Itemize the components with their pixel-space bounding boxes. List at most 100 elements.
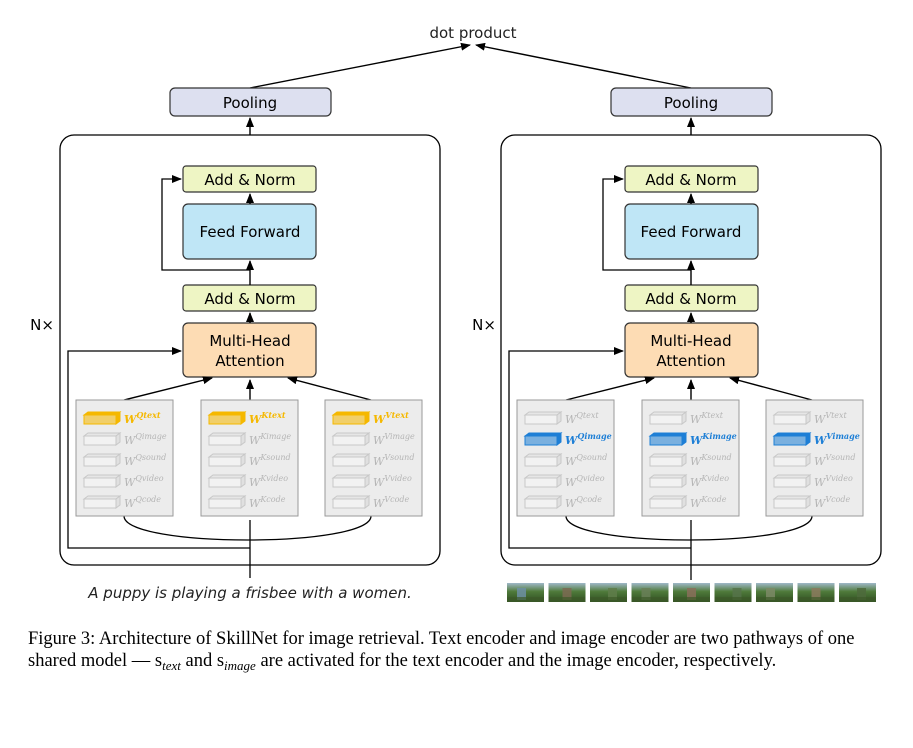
qkv-brace [123, 515, 372, 541]
caption-part1: Figure 3: Architecture of SkillNet for i… [28, 629, 855, 671]
add-norm-top-label: Add & Norm [645, 171, 736, 189]
architecture-diagram: dot product Pooling N× Add & Norm Feed F… [30, 24, 882, 602]
slab-side [556, 453, 562, 467]
slab-front [208, 435, 242, 446]
text-input: A puppy is playing a frisbee with a wome… [87, 584, 411, 602]
caption-and: and [180, 651, 217, 671]
video-frame [507, 583, 544, 602]
s-image-symbol: simage [216, 651, 256, 673]
slab-front [773, 414, 807, 425]
slab-side [364, 432, 370, 446]
residual-ff [161, 175, 250, 271]
residual-attn [508, 347, 691, 549]
slab-front [649, 477, 683, 488]
video-frame [839, 583, 876, 602]
slab-front [208, 456, 242, 467]
slab-side [805, 411, 811, 425]
slab-front [524, 498, 558, 509]
repeat-label: N× [30, 316, 54, 334]
slab-front [649, 456, 683, 467]
weight-v-code: WVcode [331, 495, 410, 510]
add-norm-top-label: Add & Norm [204, 171, 295, 189]
slab-side [115, 453, 121, 467]
text-encoder: Pooling N× Add & Norm Feed Forward Add &… [30, 87, 441, 578]
arrow-v [729, 376, 813, 401]
frame-ground [797, 597, 835, 602]
arrow-q [565, 376, 655, 401]
slab-side [240, 495, 246, 509]
add-norm-top [624, 165, 759, 193]
frame-subject [732, 588, 742, 600]
slab-side [681, 474, 687, 488]
frame-subject [857, 588, 866, 600]
feed-forward-label: Feed Forward [641, 223, 742, 241]
weight-v-text: WVtext [331, 410, 409, 426]
pooling-label: Pooling [223, 94, 277, 112]
slab-front [83, 498, 117, 509]
weight-q-image: WQimage [82, 432, 167, 447]
slab-side [115, 474, 121, 488]
slab-front [83, 414, 117, 425]
slab-side [115, 411, 121, 425]
slab-front [208, 414, 242, 425]
slab-front [773, 435, 807, 446]
slab-front [773, 498, 807, 509]
slab-front [649, 498, 683, 509]
slab-side [805, 453, 811, 467]
slab-side [556, 495, 562, 509]
pooling-box [169, 87, 332, 117]
slab-side [556, 411, 562, 425]
slab-front [332, 414, 366, 425]
slab-side [240, 411, 246, 425]
frame-ground [548, 597, 586, 602]
repeat-label: N× [472, 316, 496, 334]
video-frame [548, 583, 586, 602]
slab-front [208, 498, 242, 509]
slab-front [524, 435, 558, 446]
projection-panels: WQtextWQimageWQsoundWQvideoWQcodeWKtextW… [75, 399, 423, 517]
slab-side [805, 495, 811, 509]
slab-side [115, 495, 121, 509]
slab-front [332, 498, 366, 509]
video-frame [590, 583, 627, 602]
video-frame [673, 583, 710, 602]
slab-front [649, 414, 683, 425]
frame-subject [687, 588, 696, 600]
slab-side [240, 453, 246, 467]
right-to-dot-arrow [475, 42, 692, 89]
slab-side [681, 432, 687, 446]
frame-ground [590, 597, 627, 602]
arrow-q [123, 376, 213, 401]
caption-part2: are activated for the text encoder and t… [255, 651, 777, 671]
slab-front [83, 435, 117, 446]
slab-side [115, 432, 121, 446]
mha-label-line2: Attention [656, 352, 725, 370]
slab-front [83, 456, 117, 467]
slab-front [773, 456, 807, 467]
dot-product-label: dot product [429, 24, 516, 42]
frame-ground [631, 597, 669, 602]
slab-side [556, 474, 562, 488]
add-norm-top [182, 165, 317, 193]
slab-side [805, 432, 811, 446]
frame-ground [756, 597, 793, 602]
frame-ground [673, 597, 710, 602]
slab-side [556, 432, 562, 446]
slab-front [332, 477, 366, 488]
mha-label-line1: Multi-Head [650, 332, 731, 350]
video-frame [797, 583, 835, 602]
qkv-brace [565, 515, 813, 541]
figure-caption: Figure 3: Architecture of SkillNet for i… [28, 628, 890, 677]
video-frame [631, 583, 669, 602]
add-norm-bottom-label: Add & Norm [204, 290, 295, 308]
slab-front [524, 456, 558, 467]
frame-subject [562, 588, 572, 600]
slab-side [240, 474, 246, 488]
slab-side [364, 411, 370, 425]
slab-side [805, 474, 811, 488]
slab-front [649, 435, 683, 446]
